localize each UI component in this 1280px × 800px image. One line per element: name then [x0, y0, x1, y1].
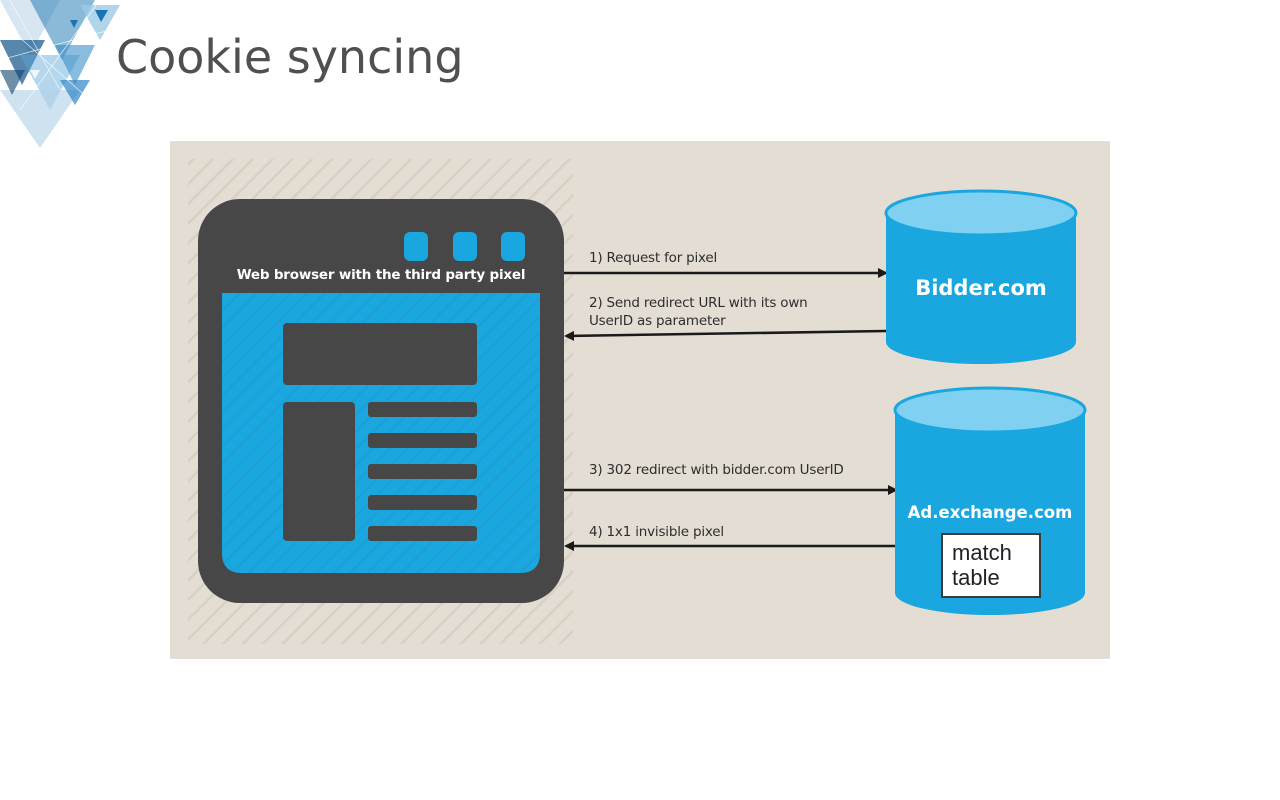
match-table-box: match table — [941, 533, 1041, 598]
arrow-label-line: 3) 302 redirect with bidder.com UserID — [589, 462, 844, 478]
arrow-label-line: 2) Send redirect URL with its own — [589, 295, 808, 311]
arrow-label-request-pixel: 1) Request for pixel — [589, 249, 717, 267]
page-sidebar-block — [283, 402, 355, 541]
page-text-line — [368, 495, 477, 510]
diagram-graphics — [188, 159, 1087, 644]
match-table-line: match — [952, 540, 1012, 565]
arrow-label-302-redirect: 3) 302 redirect with bidder.com UserID — [589, 461, 844, 479]
arrow-label-invisible-pixel: 4) 1x1 invisible pixel — [589, 523, 724, 541]
bidder-database-cylinder — [884, 189, 1078, 364]
page-text-line — [368, 526, 477, 541]
browser-button-3 — [501, 232, 525, 261]
arrow-label-line: UserID as parameter — [589, 313, 726, 329]
browser-button-1 — [404, 232, 428, 261]
exchange-database-label: Ad.exchange.com — [907, 503, 1073, 522]
cookie-sync-diagram: Web browser with the third party pixel 1… — [170, 141, 1110, 659]
browser-button-2 — [453, 232, 477, 261]
arrow-send-redirect — [564, 329, 887, 341]
browser-caption: Web browser with the third party pixel — [236, 267, 526, 283]
bidder-database-label: Bidder.com — [915, 276, 1047, 300]
page-text-line — [368, 402, 477, 417]
page-header-block — [283, 323, 477, 385]
page-text-line — [368, 464, 477, 479]
page-text-line — [368, 433, 477, 448]
arrow-label-line: 1) Request for pixel — [589, 250, 718, 266]
match-table-line: table — [952, 565, 1000, 590]
arrow-label-line: 4) 1x1 invisible pixel — [589, 524, 724, 540]
browser-window — [198, 199, 564, 603]
arrow-label-send-redirect: 2) Send redirect URL with its own UserID… — [589, 294, 808, 330]
triangle-pattern-decoration — [0, 0, 120, 148]
slide-title: Cookie syncing — [116, 30, 464, 84]
